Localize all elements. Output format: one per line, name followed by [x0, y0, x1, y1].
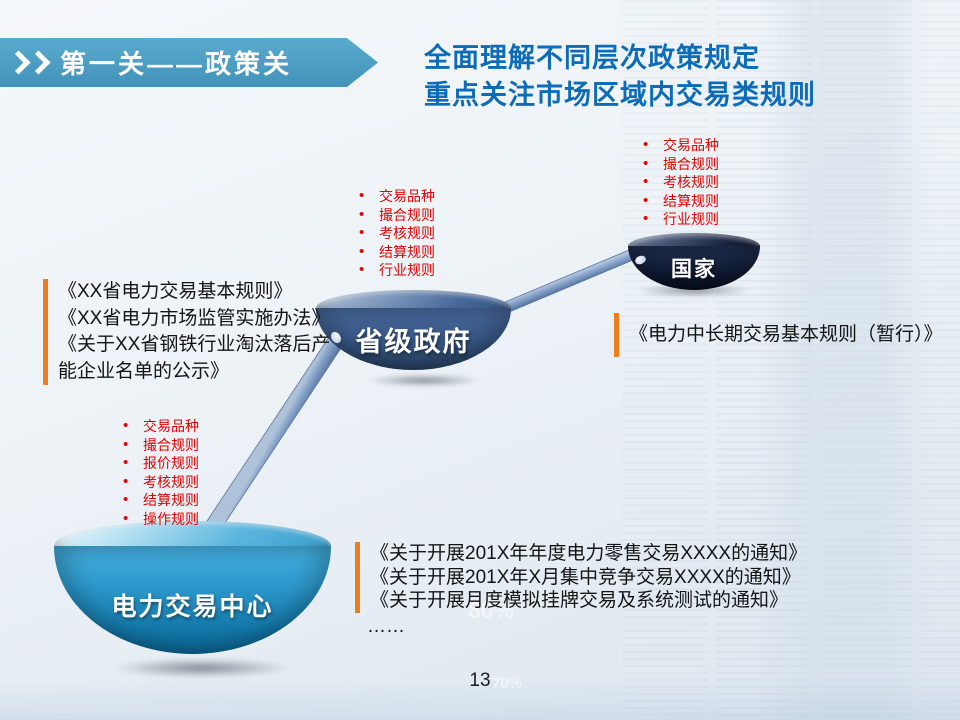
rule-item: 结算规则: [641, 192, 719, 211]
provincial-bowl-body: 省级政府: [316, 308, 511, 370]
trading-center-bowl-body: 电力交易中心: [54, 546, 331, 654]
provincial-bowl-label: 省级政府: [355, 326, 472, 357]
trading-center-bowl-label: 电力交易中心: [111, 593, 274, 621]
document-title: 《关于开展201X年年度电力零售交易XXXX的通知》: [370, 543, 808, 564]
slide-title-line2: 重点关注市场区域内交易类规则: [424, 80, 816, 110]
document-title: 《关于XX省钢铁行业淘汰落后产能企业名单的公示》: [58, 334, 331, 382]
documents-ellipsis: ……: [367, 615, 405, 637]
document-title: 《XX省电力交易基本规则》: [58, 281, 293, 302]
provincial-documents: 《XX省电力交易基本规则》 《XX省电力市场监管实施办法》 《关于XX省钢铁行业…: [43, 279, 343, 385]
trading-center-documents-text: 《关于开展201X年年度电力零售交易XXXX的通知》 《关于开展201X年X月集…: [355, 542, 855, 613]
double-chevron-icon: [6, 50, 51, 75]
provincial-rules-list: 交易品种 撮合规则 考核规则 结算规则 行业规则: [357, 187, 435, 280]
rule-item: 行业规则: [357, 261, 435, 280]
national-documents-text: 《电力中长期交易基本规则（暂行）》: [614, 313, 960, 357]
trading-center-rules-list: 交易品种 撮合规则 报价规则 考核规则 结算规则 操作规则: [121, 417, 199, 528]
rule-item: 报价规则: [121, 454, 199, 473]
provincial-bowl-shadow: [366, 374, 482, 387]
national-bowl-body: 国家: [628, 246, 760, 290]
document-title: 《关于开展月度模拟挂牌交易及系统测试的通知》: [370, 590, 789, 611]
chevron-right-icon: [26, 50, 51, 75]
provincial-documents-text: 《XX省电力交易基本规则》 《XX省电力市场监管实施办法》 《关于XX省钢铁行业…: [43, 279, 343, 385]
rule-item: 考核规则: [641, 173, 719, 192]
national-bowl-label: 国家: [671, 258, 717, 281]
section-banner-label: 第一关——政策关: [60, 49, 293, 79]
rule-item: 交易品种: [121, 417, 199, 436]
document-title: 《XX省电力市场监管实施办法》: [58, 307, 331, 329]
rule-item: 撮合规则: [121, 436, 199, 455]
national-rules-list: 交易品种 撮合规则 考核规则 结算规则 行业规则: [641, 136, 719, 229]
rule-item: 操作规则: [121, 510, 199, 529]
national-bowl: 国家: [628, 233, 760, 303]
trading-center-documents: 《关于开展201X年年度电力零售交易XXXX的通知》 《关于开展201X年X月集…: [355, 542, 855, 637]
rule-item: 考核规则: [121, 473, 199, 492]
rule-item: 结算规则: [121, 491, 199, 510]
trading-center-bowl: 电力交易中心: [54, 521, 331, 656]
rule-item: 考核规则: [357, 224, 435, 243]
slide-title: 全面理解不同层次政策规定 重点关注市场区域内交易类规则: [424, 40, 944, 114]
rule-item: 交易品种: [357, 187, 435, 206]
rule-item: 交易品种: [641, 136, 719, 155]
rule-item: 行业规则: [641, 210, 719, 229]
section-banner: 第一关——政策关: [0, 38, 378, 87]
document-title: 《电力中长期交易基本规则（暂行）》: [629, 324, 943, 345]
page-number: 13: [469, 670, 491, 691]
rule-item: 撮合规则: [357, 206, 435, 225]
document-title: 《关于开展201X年X月集中竞争交易XXXX的通知》: [370, 566, 801, 588]
national-bowl-shadow: [636, 284, 751, 297]
rule-item: 撮合规则: [641, 155, 719, 174]
trading-center-bowl-shadow: [112, 658, 292, 678]
national-documents: 《电力中长期交易基本规则（暂行）》: [614, 313, 960, 357]
provincial-government-bowl: 省级政府: [316, 290, 511, 390]
rule-item: 结算规则: [357, 243, 435, 262]
slide-title-line1: 全面理解不同层次政策规定: [424, 43, 760, 73]
